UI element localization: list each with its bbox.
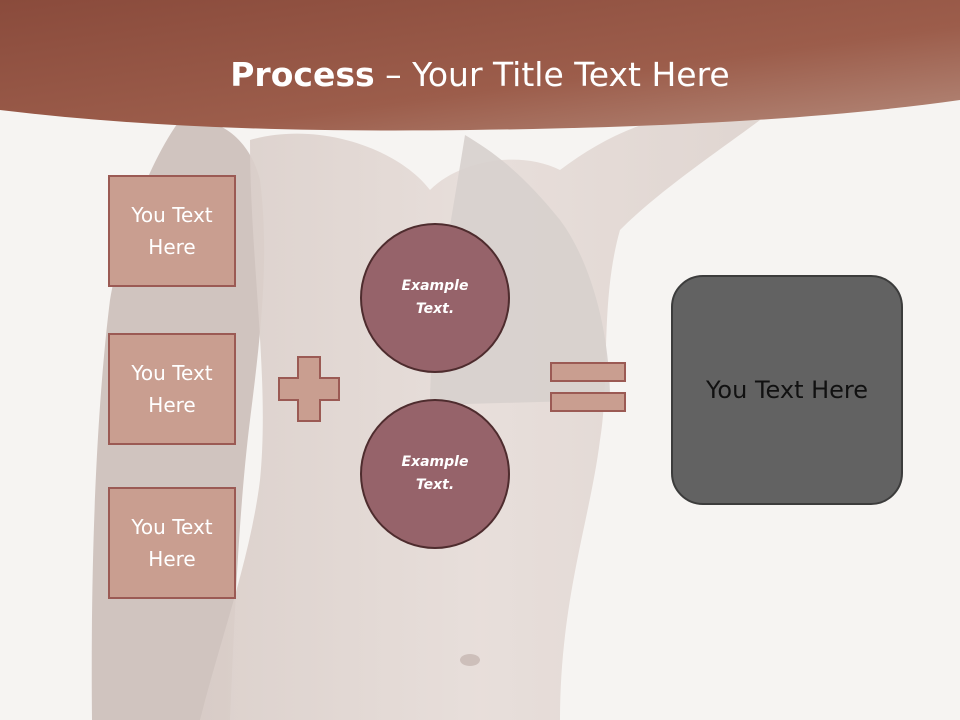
plus-icon (278, 356, 340, 422)
input-box-1: You Text Here (108, 175, 236, 287)
header-band (0, 0, 960, 131)
title-rest: – Your Title Text Here (374, 55, 730, 94)
input-box-3: You Text Here (108, 487, 236, 599)
example-circle-2: Example Text. (360, 399, 510, 549)
input-box-3-text: You Text Here (131, 515, 213, 571)
result-box-text: You Text Here (705, 376, 869, 404)
input-box-2: You Text Here (108, 333, 236, 445)
title-bold: Process (230, 55, 375, 94)
example-circle-1-text: Example Text. (401, 278, 469, 317)
input-box-2-text: You Text Here (131, 361, 213, 417)
example-circle-1: Example Text. (360, 223, 510, 373)
equals-icon-bottom-bar (550, 392, 626, 412)
example-circle-2-text: Example Text. (401, 454, 469, 493)
input-box-1-text: You Text Here (131, 203, 213, 259)
slide-title: Process – Your Title Text Here (0, 50, 960, 100)
equals-icon-top-bar (550, 362, 626, 382)
result-box: You Text Here (671, 275, 903, 505)
